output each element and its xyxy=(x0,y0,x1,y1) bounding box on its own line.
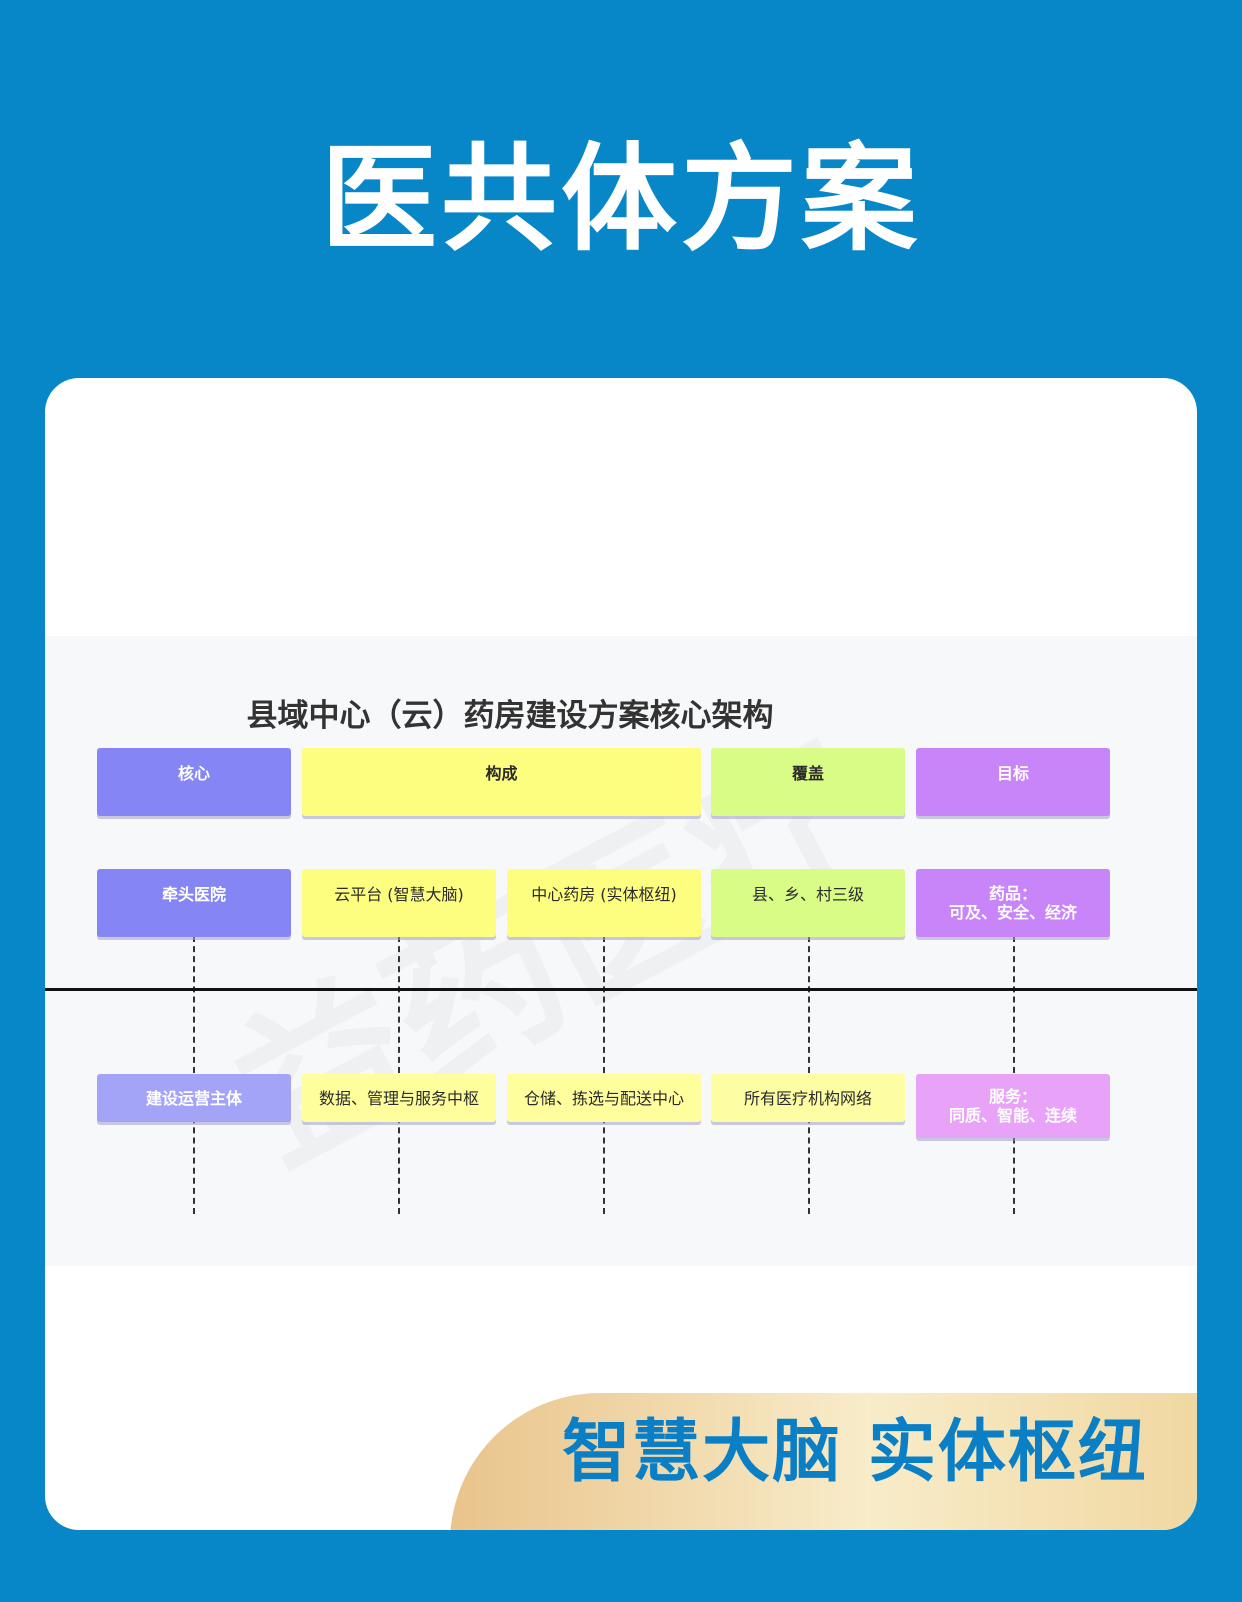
node-lead-hospital: 牵头医院 xyxy=(97,869,291,937)
node-operating-entity: 建设运营主体 xyxy=(97,1074,291,1122)
content-card: 益药医疗 县域中心（云）药房建设方案核心架构 核心 构成 覆盖 目标 牵头医院 … xyxy=(45,378,1197,1530)
header-core: 核心 xyxy=(97,748,291,816)
banner-slogan: 智慧大脑 实体枢纽 xyxy=(562,1413,1148,1492)
architecture-diagram: 益药医疗 县域中心（云）药房建设方案核心架构 核心 构成 覆盖 目标 牵头医院 … xyxy=(45,636,1197,1266)
node-data-hub: 数据、管理与服务中枢 xyxy=(302,1074,496,1122)
header-goal: 目标 xyxy=(916,748,1110,816)
node-goal-drugs: 药品： 可及、安全、经济 xyxy=(916,869,1110,937)
diagram-title: 县域中心（云）药房建设方案核心架构 xyxy=(246,698,774,734)
bottom-banner xyxy=(450,1393,1197,1530)
header-composition: 构成 xyxy=(302,748,701,816)
node-goal-services: 服务： 同质、智能、连续 xyxy=(916,1074,1110,1138)
node-coverage-levels: 县、乡、村三级 xyxy=(711,869,905,937)
node-cloud-platform: 云平台 (智慧大脑) xyxy=(302,869,496,937)
node-logistics-center: 仓储、拣选与配送中心 xyxy=(507,1074,701,1122)
horizontal-divider xyxy=(45,988,1197,991)
node-central-pharmacy: 中心药房 (实体枢纽) xyxy=(507,869,701,937)
node-institution-network: 所有医疗机构网络 xyxy=(711,1074,905,1122)
page-title: 医共体方案 xyxy=(321,132,921,267)
header-coverage: 覆盖 xyxy=(711,748,905,816)
